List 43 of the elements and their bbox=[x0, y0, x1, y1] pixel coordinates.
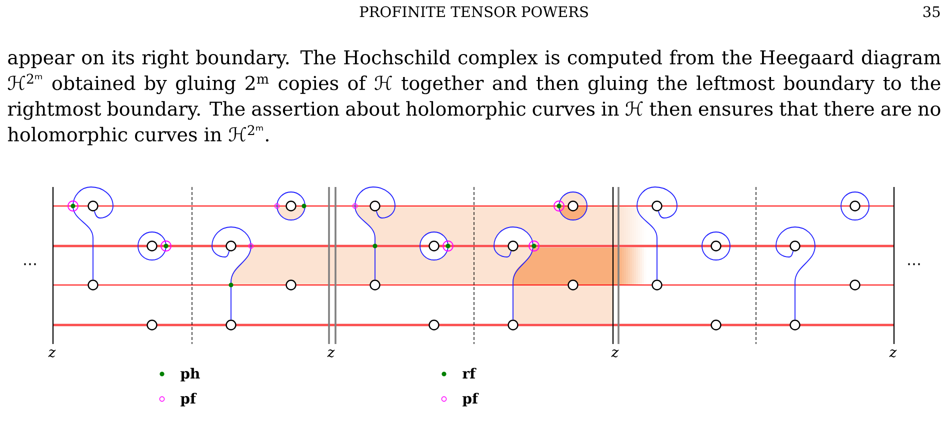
hole-circle bbox=[568, 280, 578, 290]
legend-label: rf bbox=[462, 368, 476, 378]
hole-circle bbox=[790, 320, 800, 330]
hole-circle bbox=[652, 280, 662, 290]
hole-circle bbox=[286, 280, 296, 290]
hole-circle bbox=[370, 200, 380, 212]
hole-circle bbox=[850, 200, 860, 212]
legend-label: pf bbox=[462, 392, 479, 406]
hole-circle bbox=[88, 200, 98, 212]
hole-circle bbox=[710, 320, 722, 330]
hole-circle bbox=[226, 240, 236, 252]
boundary-label: z bbox=[327, 349, 335, 358]
boundary-label: z bbox=[611, 349, 619, 358]
spiral-curve bbox=[494, 226, 534, 320]
spiral-curve bbox=[354, 186, 396, 280]
hole-circle bbox=[286, 200, 296, 212]
hole-circle bbox=[146, 320, 158, 330]
ellipsis: ⋯ bbox=[908, 263, 920, 266]
boundary-label: z bbox=[48, 349, 56, 358]
hole-circle bbox=[652, 200, 662, 212]
hole-circle bbox=[370, 280, 380, 290]
hole-circle bbox=[508, 240, 518, 252]
hole-circle bbox=[146, 240, 158, 252]
body-text: appear on its right boundary. The Hochschild complex is computed from the Heegaard diagram ℋ$^{2ᵐ}$ obtained by gluing 2$^{m}$ copies of ℋ together and then gluing the leftmost boundary to the rightmost boundary. The assertion about holomorphic curves in ℋ then ensures that there are no holomorphic curves in ℋ$^{2ᵐ}$. bbox=[8, 50, 941, 146]
page-number: 35 bbox=[923, 6, 940, 18]
hole-circle bbox=[428, 320, 440, 330]
hole-circle bbox=[568, 200, 578, 212]
hole-circle bbox=[790, 240, 800, 252]
spiral-curve bbox=[776, 226, 816, 320]
spiral-curve bbox=[636, 186, 678, 280]
legend-label: pf bbox=[180, 392, 197, 406]
hole-circle bbox=[508, 320, 518, 330]
spiral-curve bbox=[212, 226, 252, 320]
hole-circle bbox=[710, 240, 722, 252]
hole-circle bbox=[428, 240, 440, 252]
legend-label: ph bbox=[180, 368, 200, 382]
hole-circle bbox=[226, 320, 236, 330]
boundary-label: z bbox=[889, 349, 897, 358]
running-head: PROFINITE TENSOR POWERS bbox=[360, 6, 588, 18]
spiral-curve bbox=[72, 186, 114, 280]
ellipsis: ⋯ bbox=[24, 263, 36, 266]
hole-circle bbox=[88, 280, 98, 290]
hole-circle bbox=[850, 280, 860, 290]
